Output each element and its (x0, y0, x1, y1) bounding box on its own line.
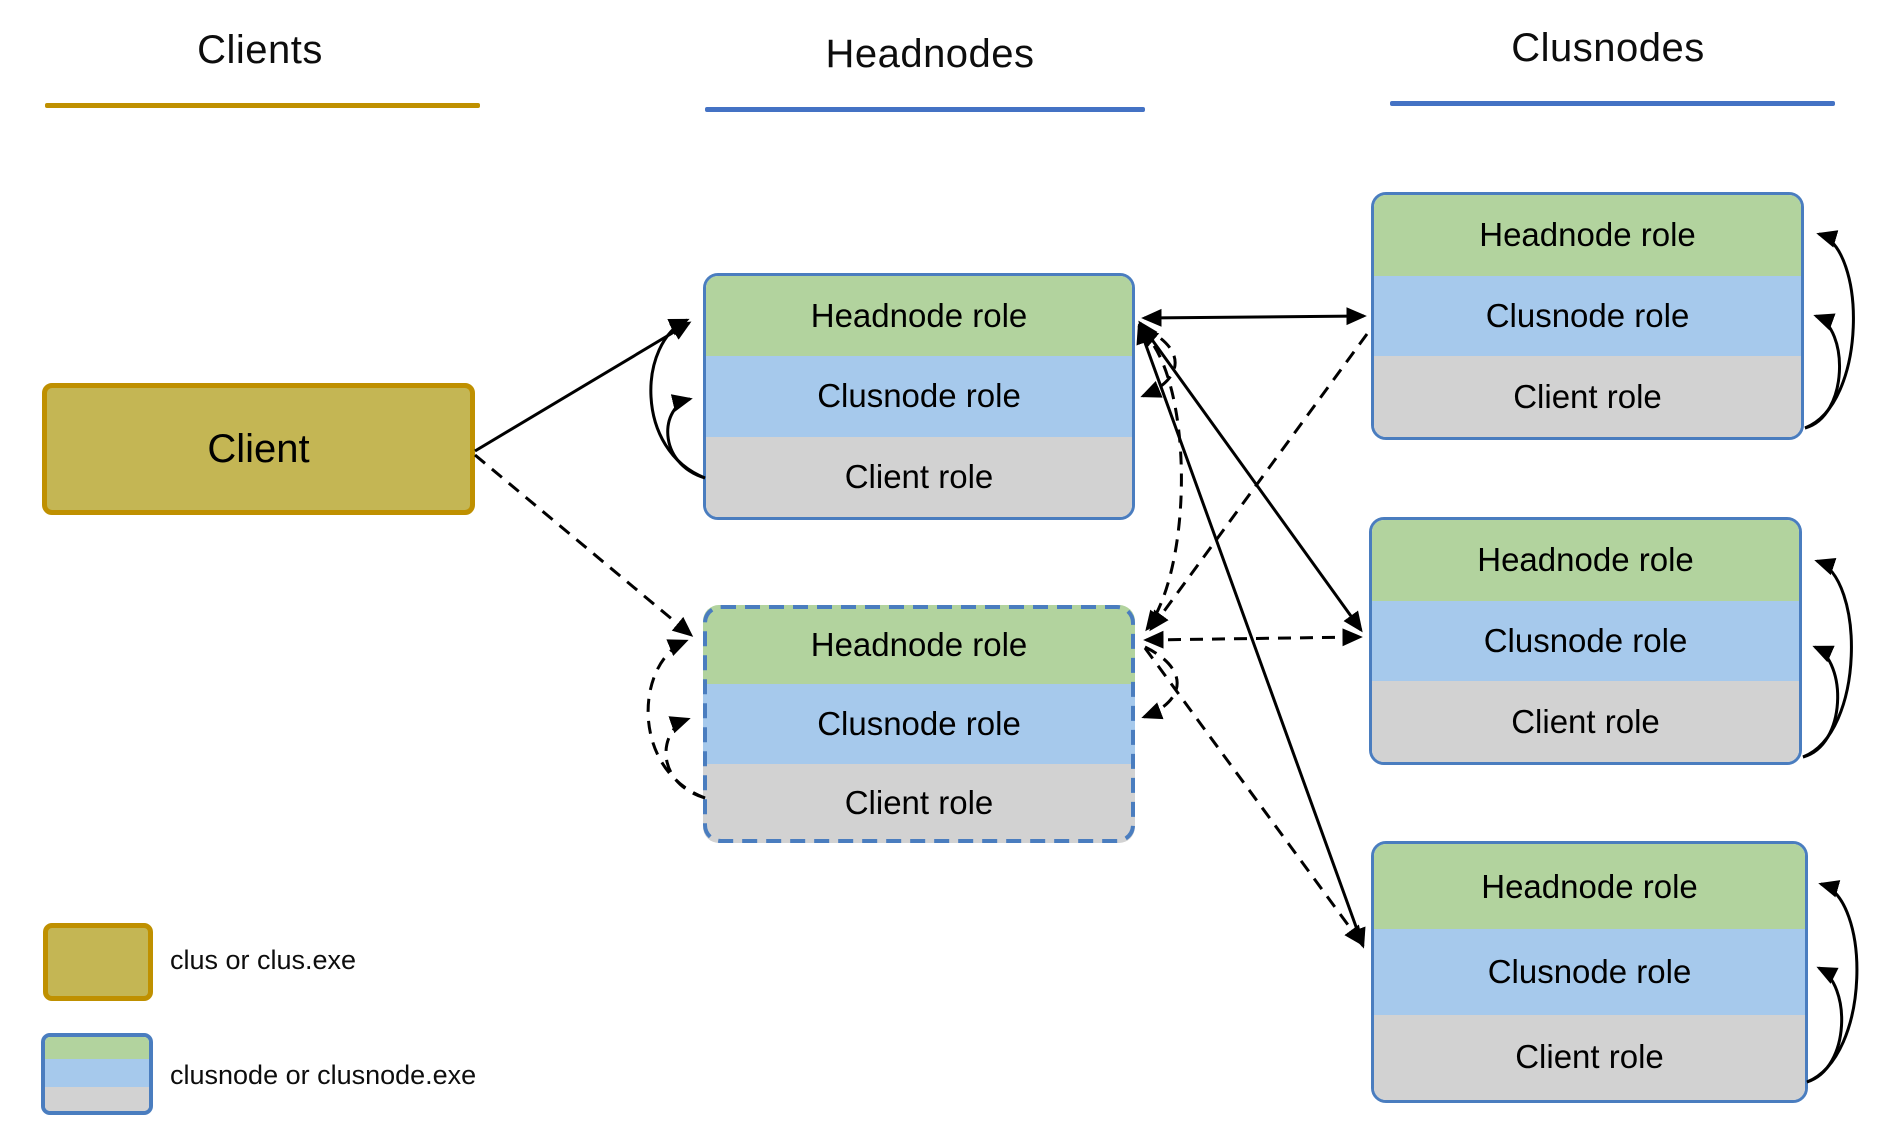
edge-cn1-self-headnode (1804, 230, 1855, 430)
client-node: Client (42, 383, 475, 515)
role-label: Headnode role (810, 297, 1028, 335)
clusnode-3-client-role: Client role (1374, 1014, 1805, 1100)
edge-hn1-cn1 (1141, 307, 1367, 327)
headnode-1: Headnode role Clusnode role Client role (703, 273, 1135, 520)
edge-hn1-self-headnode (649, 318, 706, 480)
edge-cn3-self-headnode (1806, 880, 1859, 1084)
role-label: Clusnode role (1487, 952, 1692, 990)
edge-client-headnode1 (474, 321, 692, 453)
edge-hn2-self-right (1141, 645, 1179, 720)
edge-hn2-self-clusnode (664, 716, 706, 800)
edge-hn1-cn3 (1136, 323, 1366, 949)
clusnode-2: Headnode role Clusnode role Client role (1369, 517, 1802, 765)
headnode-2-headnode-role: Headnode role (703, 605, 1135, 685)
clusnode-2-headnode-role: Headnode role (1372, 520, 1799, 601)
legend-swatch-client (43, 923, 153, 1001)
role-label: Clusnode role (817, 704, 1021, 742)
edge-cn1-self-clusnode (1804, 313, 1842, 430)
clusnode-1-clusnode-role: Clusnode role (1374, 275, 1801, 357)
edge-hn1-hn2 (1137, 327, 1183, 632)
edge-hn1-self-clusnode (666, 394, 706, 480)
legend-swatch-client-stripe (45, 1086, 149, 1111)
role-label: Client role (844, 457, 994, 495)
clusnode-1-headnode-role: Headnode role (1374, 195, 1801, 276)
headnode-2: Headnode role Clusnode role Client role (703, 605, 1135, 843)
legend-swatch-headnode-stripe (45, 1037, 149, 1060)
clusnode-1: Headnode role Clusnode role Client role (1371, 192, 1804, 440)
role-label: Clusnode role (1485, 297, 1690, 334)
edge-cn2-self-headnode (1802, 558, 1853, 759)
headnode-1-headnode-role: Headnode role (706, 276, 1132, 357)
clusnode-2-client-role: Client role (1372, 681, 1799, 762)
client-node-label: Client (207, 426, 310, 471)
clusnode-3-headnode-role: Headnode role (1374, 844, 1805, 930)
role-label: Client role (1511, 702, 1660, 740)
column-title-clients: Clients (197, 28, 323, 72)
legend-label-clus: clus or clus.exe (170, 945, 357, 975)
legend-swatch-clusnode-stripe (45, 1059, 149, 1087)
role-label: Client role (1515, 1038, 1664, 1076)
edge-cn2-self-clusnode (1802, 645, 1840, 759)
edge-hn2-self-headnode (646, 639, 706, 800)
clients-title-underline (45, 103, 480, 108)
edge-cn1-hn2 (1149, 333, 1369, 632)
column-title-headnodes: Headnodes (825, 32, 1035, 76)
role-label: Headnode role (810, 625, 1028, 663)
role-label: Clusnode role (817, 377, 1021, 415)
role-label: Headnode role (1477, 541, 1694, 579)
clusnode-3-clusnode-role: Clusnode role (1374, 929, 1805, 1015)
edge-hn2-cn3 (1143, 647, 1364, 947)
clusnode-1-client-role: Client role (1374, 356, 1801, 437)
headnode-1-clusnode-role: Clusnode role (706, 356, 1132, 437)
clusnode-3: Headnode role Clusnode role Client role (1371, 841, 1808, 1103)
clusnodes-title-underline (1390, 101, 1835, 106)
legend-swatch-clusnode (41, 1033, 153, 1115)
role-label: Clusnode role (1483, 622, 1688, 659)
role-label: Headnode role (1481, 867, 1698, 905)
role-label: Client role (1513, 377, 1662, 415)
edge-hn1-self-right (1140, 325, 1177, 398)
edge-client-headnode2 (474, 453, 694, 637)
edge-hn1-cn2 (1138, 320, 1363, 633)
column-title-clusnodes: Clusnodes (1511, 26, 1705, 70)
legend-label-clusnode: clusnode or clusnode.exe (170, 1060, 477, 1090)
headnode-1-client-role: Client role (706, 436, 1132, 517)
clusnode-2-clusnode-role: Clusnode role (1372, 600, 1799, 682)
edge-cn3-self-clusnode (1806, 966, 1844, 1084)
role-label: Headnode role (1479, 216, 1696, 254)
edge-hn2-cn2 (1143, 628, 1363, 649)
headnode-2-clusnode-role: Clusnode role (703, 684, 1135, 764)
role-label: Client role (844, 784, 994, 822)
headnodes-title-underline (705, 107, 1145, 112)
headnode-2-client-role: Client role (703, 763, 1135, 843)
